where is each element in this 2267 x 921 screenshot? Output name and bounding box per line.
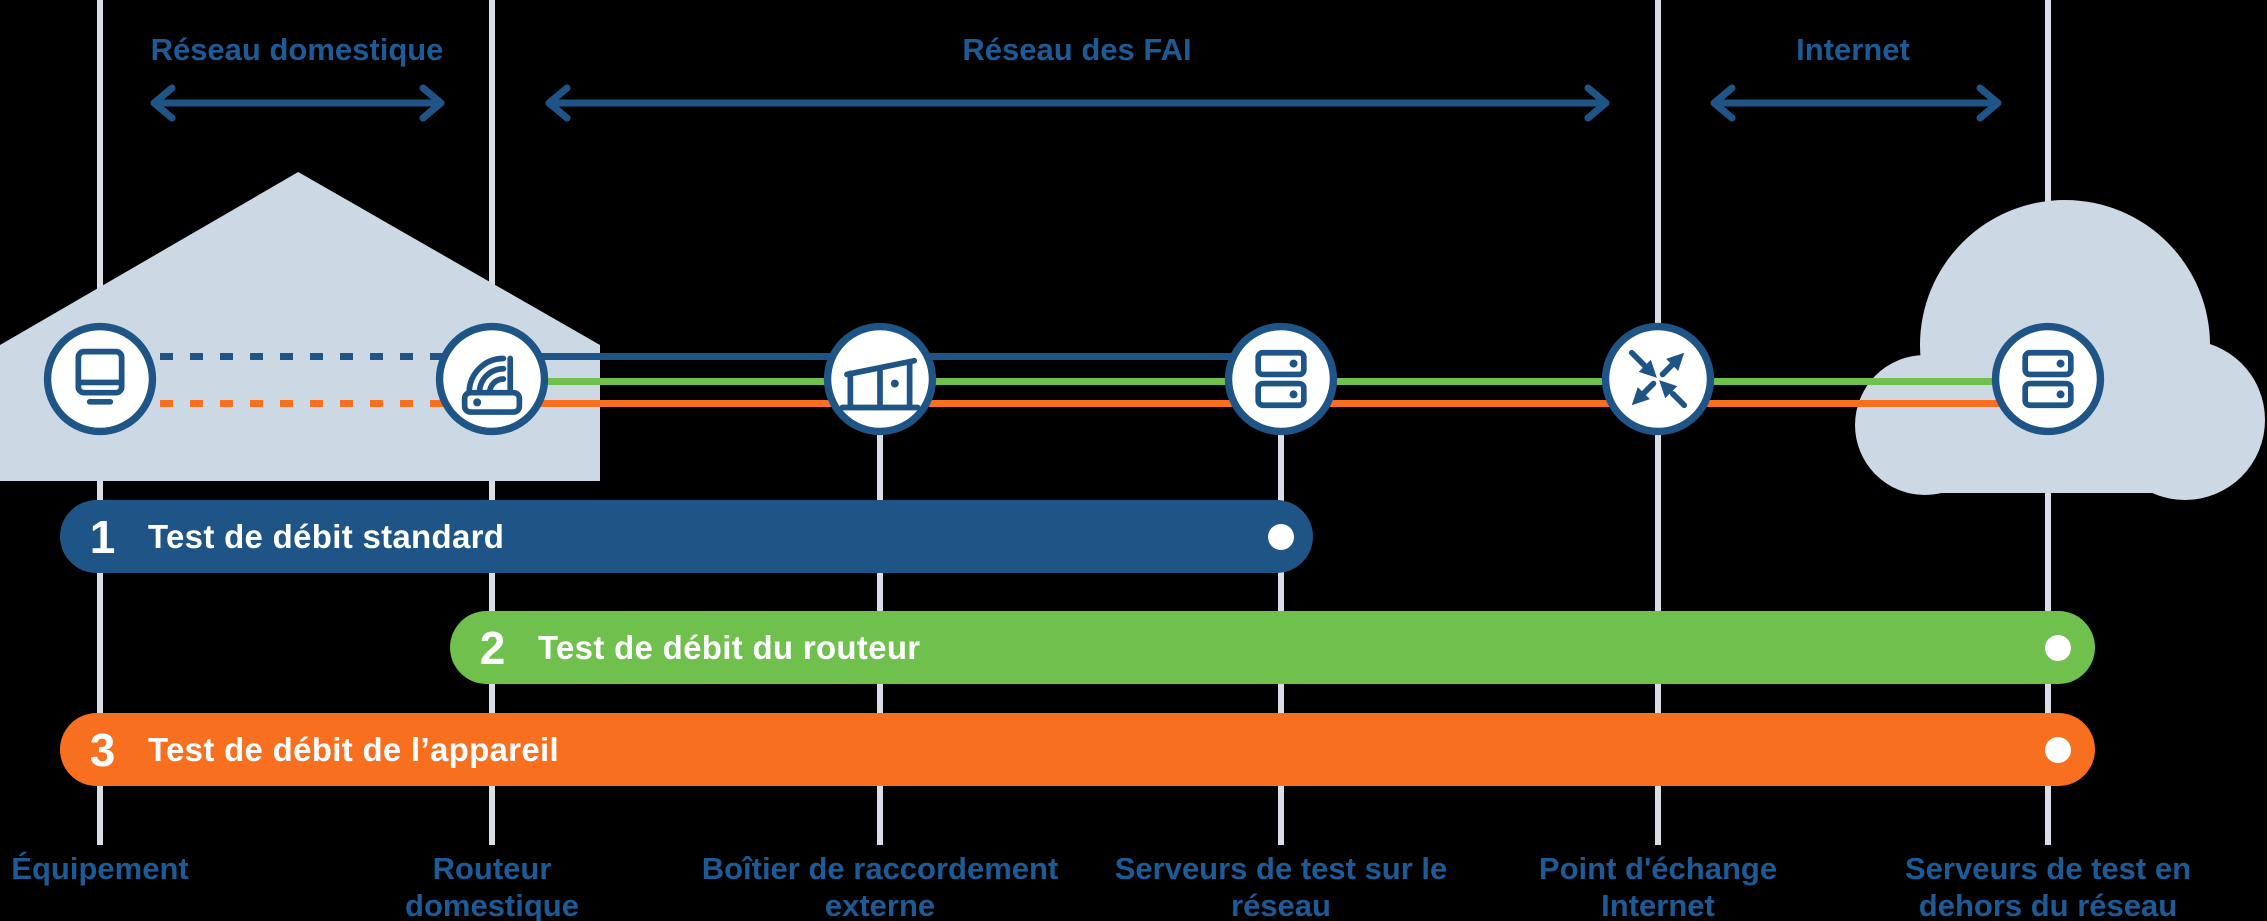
server-stack-icon [1224, 322, 1338, 436]
test-label: Test de débit standard [148, 517, 505, 555]
test-label: Test de débit de l’appareil [148, 730, 559, 768]
double-arrow-icon [545, 84, 1610, 122]
endpoint-dot [2045, 634, 2071, 661]
wifi-link-orange-dashed [100, 400, 492, 407]
laptop-icon [43, 322, 157, 436]
endpoint-dot [2045, 736, 2071, 763]
wifi-link-blue-dashed [100, 353, 492, 360]
section-label-home-network: Réseau domestique [150, 32, 444, 67]
node-point-echange [1601, 322, 1715, 436]
node-label-equipement: Équipement [11, 851, 189, 886]
test-bar-device: 3 Test de débit de l’appareil [60, 713, 2095, 786]
node-serveurs-externes [1991, 322, 2105, 436]
wifi-router-icon [435, 322, 549, 436]
section-label-internet: Internet [1796, 32, 1910, 67]
double-arrow-icon [150, 84, 445, 122]
node-boitier [823, 322, 937, 436]
node-label-serveurs-reseau: Serveurs de test sur le réseau [1114, 851, 1448, 921]
node-label-routeur: Routeur domestique [405, 851, 579, 921]
test-number: 3 [89, 723, 116, 776]
test-bar-router: 2 Test de débit du routeur [450, 611, 2095, 684]
test-bar-standard: 1 Test de débit standard [60, 500, 1313, 573]
test-number: 1 [89, 510, 116, 563]
node-label-boitier: Boîtier de raccordement externe [701, 851, 1059, 921]
double-arrow-icon [1710, 84, 2002, 122]
test-number: 2 [479, 621, 506, 674]
exchange-arrows-icon [1601, 322, 1715, 436]
node-label-point-echange: Point d'échange Internet [1538, 851, 1778, 921]
node-label-serveurs-externes: Serveurs de test en dehors du réseau [1904, 851, 2192, 921]
street-cabinet-icon [823, 322, 937, 436]
node-routeur [435, 322, 549, 436]
endpoint-dot [1268, 523, 1294, 550]
test-label: Test de débit du routeur [538, 628, 921, 666]
section-label-isp-network: Réseau des FAI [962, 32, 1192, 67]
node-equipement [43, 322, 157, 436]
node-serveurs-reseau [1224, 322, 1338, 436]
server-stack-icon [1991, 322, 2105, 436]
